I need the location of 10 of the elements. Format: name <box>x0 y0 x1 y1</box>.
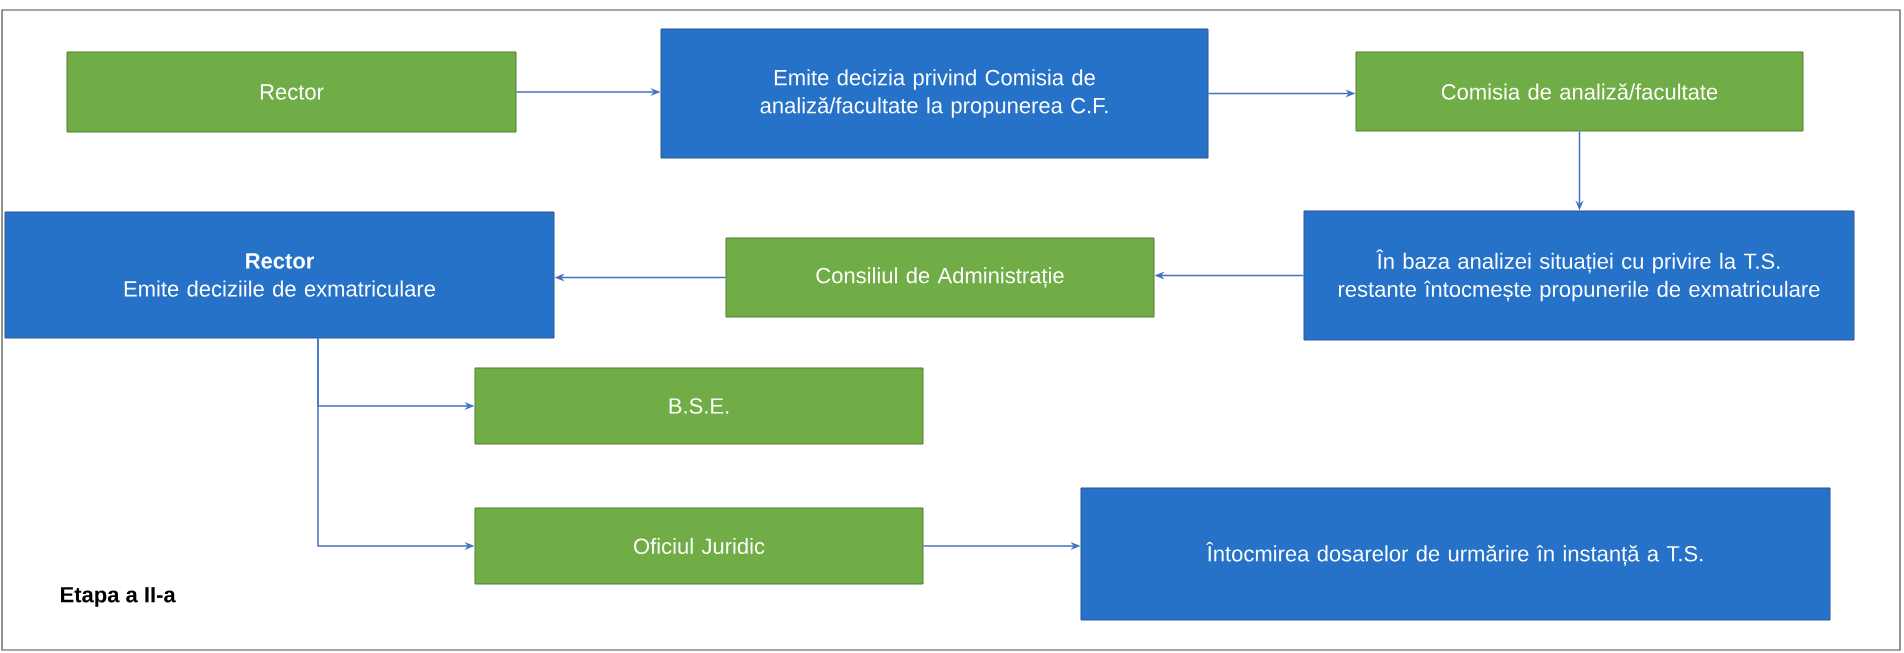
action-box: Rector Emite deciziile de exmatriculare <box>4 211 555 339</box>
process-box: B.S.E. <box>474 367 924 445</box>
process-box: Consiliul de Administrație <box>725 237 1155 318</box>
action-box: În baza analizei situației cu privire la T.S. restante întocmește propunerile de exmatriculare <box>1303 210 1855 341</box>
process-box: Oficiul Juridic <box>474 507 924 585</box>
action-box: Întocmirea dosarelor de urmărire în instanță a T.S. <box>1080 487 1831 621</box>
action-box: Emite decizia privind Comisia de analiză/facultate la propunerea C.F. <box>660 28 1209 159</box>
process-box: Comisia de analiză/facultate <box>1355 51 1804 132</box>
stage-label: Etapa a II-a <box>61 587 176 607</box>
process-box: Rector <box>66 51 517 133</box>
